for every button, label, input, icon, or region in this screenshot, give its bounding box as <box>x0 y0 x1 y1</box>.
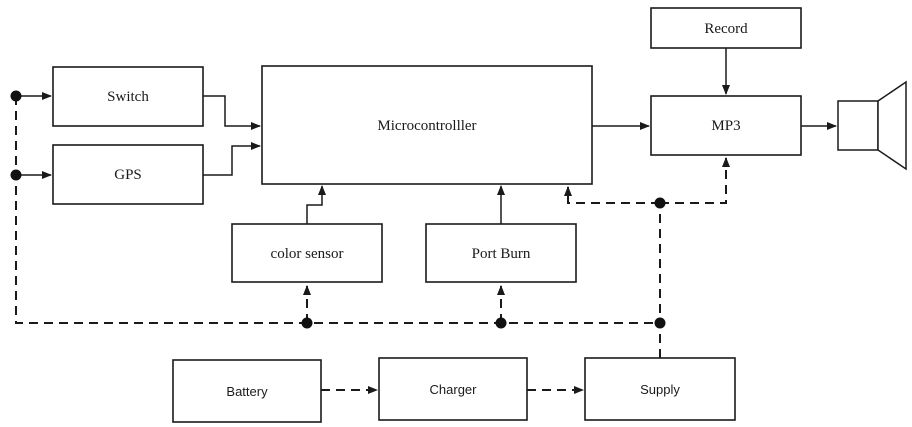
battery-label: Battery <box>226 384 268 399</box>
gps-block: GPS <box>52 144 204 205</box>
color-sensor-to-mcu-wire <box>306 185 326 224</box>
mp3-label: MP3 <box>711 118 740 134</box>
junction-dot-mcu-mp3 <box>654 197 666 209</box>
mp3-block: MP3 <box>650 95 802 156</box>
port-burn-label: Port Burn <box>472 246 531 262</box>
color-sensor-block: color sensor <box>231 223 383 283</box>
supply-label: Supply <box>640 382 680 397</box>
switch-to-mcu-wire <box>203 95 261 130</box>
power-to-mcu-line <box>564 186 660 204</box>
microcontroller-block: Microcontrolller <box>261 65 593 185</box>
gps-to-mcu-wire <box>203 142 261 176</box>
record-block: Record <box>650 7 802 49</box>
junction-dot-gps <box>10 169 22 181</box>
junction-dot-switch <box>10 90 22 102</box>
record-label: Record <box>704 21 748 37</box>
microcontroller-label: Microcontrolller <box>377 118 476 134</box>
switch-label: Switch <box>107 89 149 105</box>
charger-block: Charger <box>378 357 528 421</box>
junction-dot-supply-bus <box>654 317 666 329</box>
switch-block: Switch <box>52 66 204 127</box>
port-burn-block: Port Burn <box>425 223 577 283</box>
power-to-mp3-line <box>660 157 730 204</box>
supply-block: Supply <box>584 357 736 421</box>
speaker-icon <box>837 80 907 171</box>
junction-dot-port-burn <box>495 317 507 329</box>
charger-label: Charger <box>430 382 478 397</box>
battery-block: Battery <box>172 359 322 423</box>
color-sensor-label: color sensor <box>271 246 344 262</box>
gps-label: GPS <box>114 167 142 183</box>
junction-dot-color-sensor <box>301 317 313 329</box>
